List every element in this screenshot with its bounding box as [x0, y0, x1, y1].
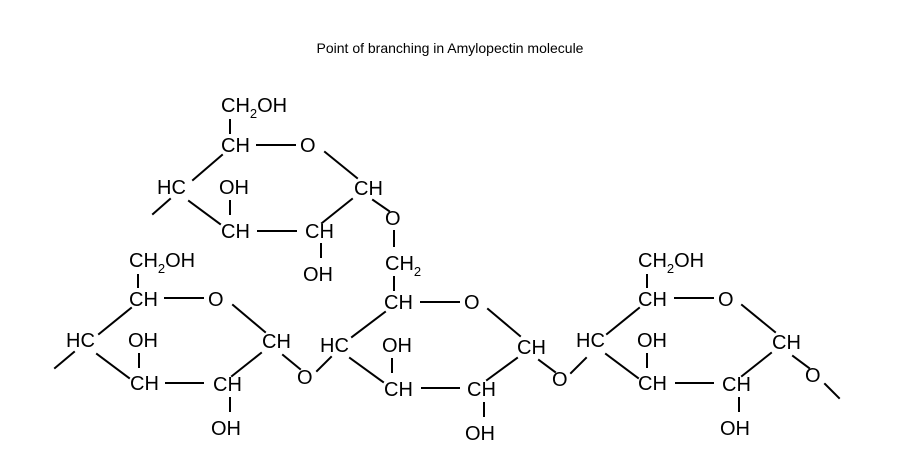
- left-ring-c4-label: HC: [66, 330, 95, 352]
- left-ring-oxygen-label: O: [208, 289, 224, 311]
- left-ring-c5-label: CH: [129, 289, 158, 311]
- right-ring-c3-label: CH: [638, 373, 667, 395]
- left-ring-c2-label: CH: [213, 374, 242, 396]
- middle-ring-c3-oh-label: OH: [382, 335, 412, 357]
- middle-ring-c3-label: CH: [384, 379, 413, 401]
- diagram-title: Point of branching in Amylopectin molecu…: [317, 40, 584, 56]
- middle-ring-c1-label: CH: [517, 337, 546, 359]
- glycosidic-oxygen-left-label: O: [297, 367, 313, 389]
- top-ring-c2-label: CH: [305, 221, 334, 243]
- left-ring-c2-oh-label: OH: [211, 418, 241, 440]
- right-ring-oxygen-label: O: [718, 289, 734, 311]
- left-ring-c3-label: CH: [130, 373, 159, 395]
- top-ring-c3-label: CH: [221, 221, 250, 243]
- middle-ring: CH O HC CH OH CH CH OH O: [320, 292, 588, 445]
- glycosidic-oxygen-right-label: O: [552, 369, 568, 391]
- glycosidic-oxygen-1-6-label: O: [385, 208, 401, 230]
- middle-ring-c5-label: CH: [384, 292, 413, 314]
- right-ring-c3-oh-label: OH: [637, 330, 667, 352]
- top-ring-ch2oh-label: CH2OH: [221, 95, 287, 121]
- glycosidic-oxygen-end-label: O: [805, 365, 821, 387]
- right-ring-c5-label: CH: [638, 289, 667, 311]
- top-ring-c4-label: HC: [157, 177, 186, 199]
- left-ring-ch2oh-label: CH2OH: [129, 250, 195, 276]
- top-ring-c5-label: CH: [221, 135, 250, 157]
- right-ring-ch2oh-label: CH2OH: [638, 250, 704, 276]
- middle-ring-ch2-label: CH2: [385, 253, 421, 279]
- left-ring: CH2OH CH O HC CH OH CH CH OH O: [53, 250, 333, 440]
- middle-ring-c2-label: CH: [467, 379, 496, 401]
- right-ring-c1-label: CH: [772, 332, 801, 354]
- left-ring-c1-label: CH: [262, 331, 291, 353]
- top-ring-oxygen-label: O: [300, 135, 316, 157]
- right-ring-c2-label: CH: [722, 374, 751, 396]
- middle-ring-c4-label: HC: [320, 335, 349, 357]
- right-ring: CH2OH CH O HC CH OH CH CH OH O: [576, 250, 841, 440]
- right-ring-c4-label: HC: [576, 330, 605, 352]
- middle-ring-c2-oh-label: OH: [465, 423, 495, 445]
- top-ring-c1-label: CH: [354, 178, 383, 200]
- top-ring-c3-oh-label: OH: [219, 177, 249, 199]
- left-ring-c3-oh-label: OH: [128, 330, 158, 352]
- top-ring-c2-oh-label: OH: [303, 264, 333, 286]
- middle-ring-oxygen-label: O: [464, 292, 480, 314]
- right-ring-c2-oh-label: OH: [720, 418, 750, 440]
- top-ring: CH2OH CH O HC CH OH CH CH OH O CH2: [151, 95, 421, 291]
